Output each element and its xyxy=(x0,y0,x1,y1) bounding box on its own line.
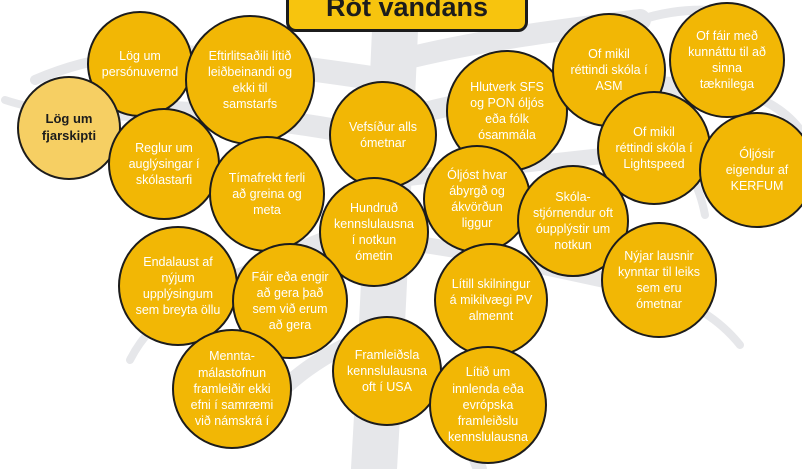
diagram-title: Rót vandans xyxy=(325,0,489,22)
node-timafrekt-ferli: Tímafrekt ferli að greina og meta xyxy=(209,136,325,252)
node-of-mikil-asm: Of mikil réttindi skóla í ASM xyxy=(552,13,666,127)
node-vefsidur: Vefsíður alls ómetnar xyxy=(329,81,437,189)
node-litill-skilningur: Lítill skilningur á mikilvægi PV almennt xyxy=(434,243,548,357)
node-oljosir-eigendur: Óljósir eigendur af KERFUM xyxy=(699,112,802,228)
node-reglur-um-auglysingar: Reglur um auglýsingar í skólastarfi xyxy=(108,108,220,220)
node-fair-eda-engir: Fáir eða engir að gera það sem við erum … xyxy=(232,243,348,359)
node-nyjar-lausnir: Nýjar lausnir kynntar til leiks sem eru … xyxy=(601,222,717,338)
node-eftirlitsadili: Eftirlitsaðili lítið leiðbeinandi og ekk… xyxy=(185,15,315,145)
title-box: Rót vandans xyxy=(286,0,528,32)
node-skolastjornendur: Skóla- stjórnendur oft óupplýstir um not… xyxy=(517,165,629,277)
node-framleidsla: Framleiðsla kennslulausna oft í USA xyxy=(332,316,442,426)
node-of-fair: Of fáir með kunnáttu til að sinna tæknil… xyxy=(669,2,785,118)
node-log-um-fjarskipti: Lög um fjarskipti xyxy=(17,76,121,180)
node-litid-um-innlenda: Lítið um innlenda eða evrópska framleiðs… xyxy=(429,346,547,464)
node-endalaust: Endalaust af nýjum upplýsingum sem breyt… xyxy=(118,226,238,346)
node-hundrud-kennslulausna: Hundruð kennslulausna í notkun ómetin xyxy=(319,177,429,287)
node-menntamalastofnun: Mennta- málastofnun framleiðir ekki efni… xyxy=(172,329,292,449)
node-oljost-hvar: Óljóst hvar ábyrgð og ákvörðun liggur xyxy=(423,145,531,253)
